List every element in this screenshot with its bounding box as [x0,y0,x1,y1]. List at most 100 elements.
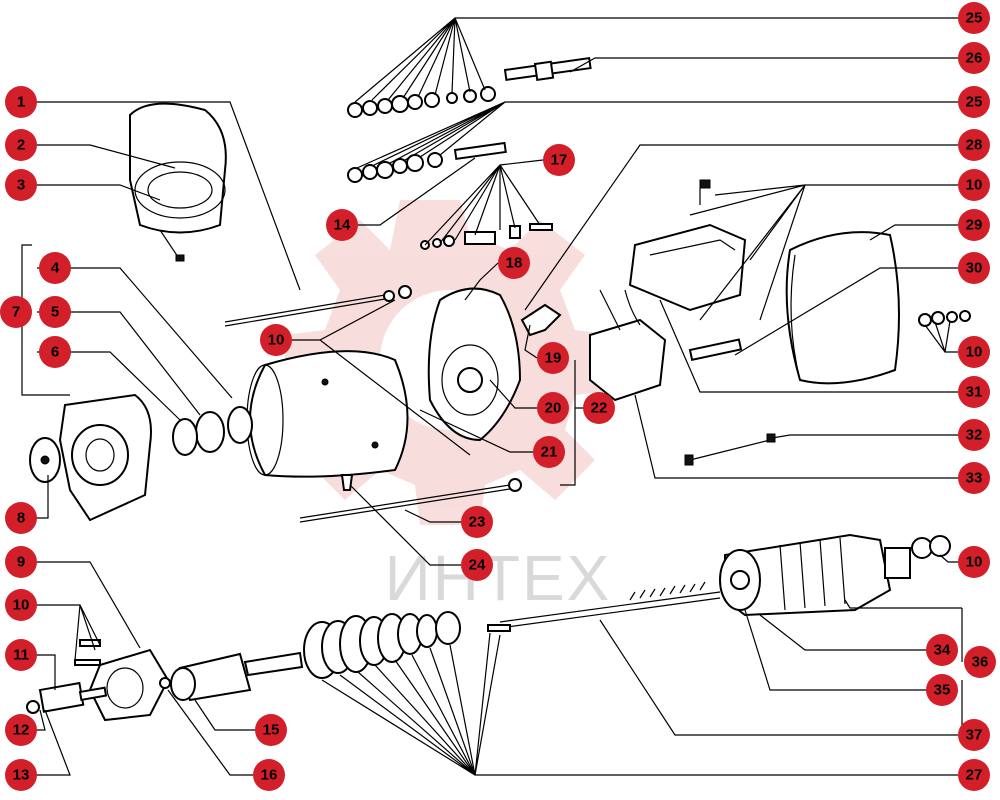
callout-10-d: 10 [958,336,990,368]
svg-text:10: 10 [966,177,983,194]
bolt-14 [453,141,507,161]
ring-5 [195,411,225,453]
svg-text:37: 37 [966,727,983,744]
svg-text:27: 27 [966,767,983,784]
svg-text:9: 9 [17,554,25,571]
svg-text:6: 6 [51,344,59,361]
svg-text:10: 10 [13,597,30,614]
callout-22: 22 [583,392,615,424]
callout-10-b: 10 [260,324,292,356]
svg-text:19: 19 [545,350,562,367]
callout-10-e: 10 [958,546,990,578]
nut-set-upper [347,86,496,118]
svg-text:17: 17 [551,152,568,169]
callout-21: 21 [533,436,565,468]
callout-5: 5 [39,296,71,328]
callout-25-b: 25 [958,86,990,118]
callout-26: 26 [958,42,990,74]
callout-19: 19 [537,342,569,374]
callout-2: 2 [5,129,37,161]
lead-wire-32 [684,433,776,466]
callout-12: 12 [5,714,37,746]
shaft-sleeve [170,651,304,702]
washers-right [918,310,971,327]
flange-plate [88,648,170,722]
nut [383,290,395,302]
callout-15: 15 [255,714,287,746]
callout-32: 32 [958,419,990,451]
callout-37: 37 [958,719,990,751]
callout-8: 8 [5,502,37,534]
callout-35: 35 [926,674,958,706]
svg-text:18: 18 [506,255,523,272]
svg-text:28: 28 [966,137,983,154]
svg-text:23: 23 [469,514,486,531]
callout-14: 14 [326,209,358,241]
callout-27: 27 [958,759,990,791]
svg-text:5: 5 [51,304,59,321]
svg-text:25: 25 [966,94,983,111]
callout-24: 24 [461,549,493,581]
callout-11: 11 [5,639,37,671]
hardware-17 [420,223,553,250]
svg-text:33: 33 [966,470,983,487]
svg-text:22: 22 [591,400,608,417]
callout-28: 28 [958,129,990,161]
svg-text:34: 34 [934,642,951,659]
terminal-26 [503,57,592,82]
ring-6 [172,418,198,456]
callout-3: 3 [5,169,37,201]
svg-text:25: 25 [966,10,983,27]
through-bolt-1 [224,294,386,323]
callout-10-a: 10 [5,589,37,621]
svg-text:7: 7 [12,304,20,321]
svg-text:13: 13 [13,767,30,784]
callout-7: 7 [0,296,32,328]
svg-text:11: 11 [13,647,29,664]
svg-text:12: 12 [13,722,30,739]
svg-text:1: 1 [17,94,25,111]
callout-20: 20 [537,392,569,424]
callout-4: 4 [39,252,71,284]
callout-23: 23 [461,506,493,538]
brush-cover [129,102,227,262]
long-bolt [299,484,511,519]
svg-text:2: 2 [17,137,25,154]
callout-36: 36 [964,646,996,678]
yoke-housing [246,350,409,478]
clutch-stack [303,611,511,679]
washer [398,285,412,299]
svg-text:35: 35 [934,682,951,699]
svg-text:20: 20 [545,400,562,417]
armature [719,533,951,617]
svg-text:29: 29 [966,217,983,234]
callout-29: 29 [958,209,990,241]
solenoid-relay [628,179,747,312]
callout-9: 9 [5,546,37,578]
watermark-text: ИНТЕХ [385,542,612,614]
svg-text:10: 10 [966,554,983,571]
svg-text:4: 4 [51,260,60,277]
callout-30: 30 [958,252,990,284]
cover-29 [785,231,900,385]
svg-text:26: 26 [966,50,983,67]
svg-text:14: 14 [334,217,351,234]
relay-block [589,289,667,402]
commutator-bracket [427,287,522,442]
callout-33: 33 [958,462,990,494]
svg-text:24: 24 [469,557,486,574]
pin-30 [688,338,743,361]
svg-text:15: 15 [263,722,280,739]
svg-text:16: 16 [261,767,278,784]
svg-text:10: 10 [268,332,285,349]
callout-6: 6 [39,336,71,368]
svg-text:30: 30 [966,260,983,277]
callout-1: 1 [5,86,37,118]
svg-text:32: 32 [966,427,983,444]
drive-end-housing [58,393,152,522]
ring-16 [159,677,171,689]
armature-shaft [499,581,721,629]
